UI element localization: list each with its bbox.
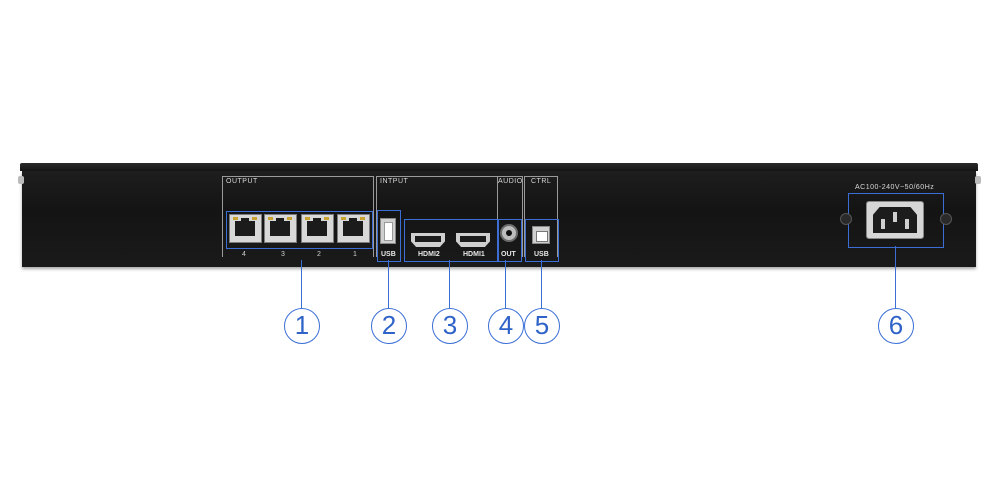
audio-out-highlight: [498, 219, 522, 262]
callout-3: 3: [432, 308, 468, 344]
output-section-box: [222, 176, 374, 257]
usb-input-port: [380, 218, 396, 244]
leader-line-4: [505, 260, 506, 308]
power-rating-label: AC100-240V~50/60Hz: [855, 184, 935, 191]
callout-5: 5: [524, 308, 560, 344]
audio-section-box: [497, 176, 523, 257]
mounting-tab-right: [975, 176, 981, 184]
audio-section-title: AUDIO: [498, 178, 523, 185]
leader-line-6: [895, 246, 896, 308]
leader-line-3: [449, 260, 450, 308]
ctrl-section-title: CTRL: [531, 178, 552, 185]
usb-input-label: USB: [381, 251, 396, 258]
ethernet-port-1-label: 1: [353, 251, 357, 258]
ac-power-inlet: [866, 201, 924, 239]
callout-4: 4: [488, 308, 524, 344]
ctrl-section-box: [524, 176, 558, 257]
ctrl-usb-highlight: [525, 219, 559, 262]
mounting-tab-left: [18, 176, 24, 184]
ethernet-ports-highlight: [226, 211, 373, 249]
chassis-top-edge: [20, 163, 978, 171]
ethernet-port-4: [229, 214, 262, 243]
ethernet-port-2: [301, 214, 334, 243]
audio-out-jack: [500, 224, 518, 242]
leader-line-2: [388, 260, 389, 308]
hdmi2-label: HDMI2: [418, 251, 440, 258]
input-section-title: INTPUT: [380, 178, 409, 185]
audio-out-label: OUT: [501, 251, 516, 258]
usb-input-highlight: [377, 210, 401, 262]
hdmi2-port: [411, 233, 445, 247]
ethernet-port-3: [264, 214, 297, 243]
power-screw-right: [940, 213, 952, 225]
callout-1: 1: [284, 308, 320, 344]
hdmi-ports-highlight: [404, 219, 498, 262]
ctrl-usb-port: [532, 226, 550, 244]
leader-line-5: [541, 260, 542, 308]
hdmi1-port: [456, 233, 490, 247]
ethernet-port-2-label: 2: [317, 251, 321, 258]
ctrl-usb-label: USB: [534, 251, 549, 258]
callout-2: 2: [371, 308, 407, 344]
power-screw-left: [840, 213, 852, 225]
ethernet-port-1: [337, 214, 370, 243]
output-section-title: OUTPUT: [226, 178, 258, 185]
callout-6: 6: [878, 308, 914, 344]
leader-line-1: [301, 260, 302, 308]
ethernet-port-3-label: 3: [281, 251, 285, 258]
hdmi1-label: HDMI1: [463, 251, 485, 258]
ethernet-port-4-label: 4: [242, 251, 246, 258]
